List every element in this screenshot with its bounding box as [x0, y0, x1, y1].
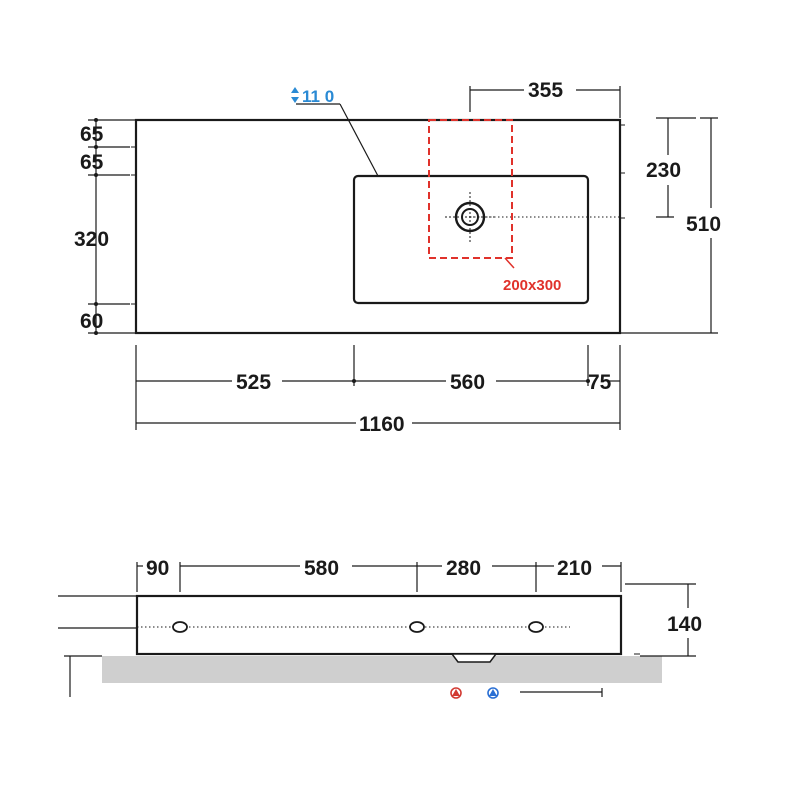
- hot-tap-icon: [450, 687, 462, 699]
- dim-bottom-75: 75: [588, 371, 612, 394]
- dim-front-210: 210: [557, 557, 592, 580]
- dim-top-355: 355: [528, 79, 563, 102]
- drain-icon: [445, 192, 495, 242]
- dim-front-280: 280: [446, 557, 481, 580]
- dim-front-140: 140: [667, 613, 702, 636]
- top-view: 200x300 11 0 65 65 320 60: [74, 79, 721, 436]
- dim-right-230: 230: [646, 159, 681, 182]
- faucet-hole-note: 11 0: [302, 87, 334, 106]
- counter-surface: [102, 656, 662, 683]
- dim-left-65-b: 65: [80, 151, 104, 174]
- dim-bottom-560: 560: [450, 371, 485, 394]
- cutout-note: 200x300: [503, 277, 561, 294]
- dim-front-580: 580: [304, 557, 339, 580]
- mounting-hole-icon: [172, 621, 544, 633]
- front-view-outline: [135, 594, 623, 656]
- dim-front-90: 90: [146, 557, 169, 580]
- height-arrows-icon: [291, 87, 299, 103]
- dim-right-510: 510: [686, 213, 721, 236]
- dim-left-60: 60: [80, 310, 103, 333]
- basin-outline: [352, 174, 590, 305]
- front-view: 90 580 280 210 140: [58, 557, 702, 699]
- dim-bottom-525: 525: [236, 371, 271, 394]
- dim-overall-1160: 1160: [359, 413, 405, 436]
- cold-tap-icon: [487, 687, 499, 699]
- top-view-outline: [134, 118, 622, 335]
- dim-left-65-a: 65: [80, 123, 104, 146]
- drain-outlet-icon: [450, 653, 498, 663]
- dim-left-320: 320: [74, 228, 109, 251]
